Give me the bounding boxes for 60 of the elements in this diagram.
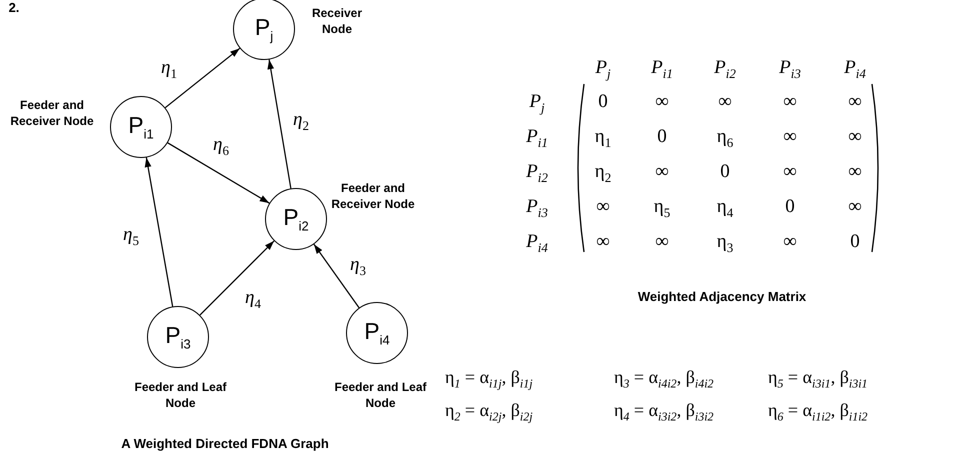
node-circle: P$_{i3}$ bbox=[147, 306, 209, 368]
matrix-header: P$_{i4}$ bbox=[844, 58, 866, 80]
matrix-header: P$_{j}$ bbox=[595, 58, 611, 80]
matrix-header: P$_{i3}$ bbox=[526, 197, 548, 219]
node-circle: P$_{j}$ bbox=[233, 0, 295, 60]
matrix-header: P$_{i1}$ bbox=[526, 127, 548, 149]
arrow bbox=[167, 142, 270, 204]
equation: η$_{1}$ = α$_{i1j}$, β$_{i1j}$ bbox=[445, 368, 533, 390]
arrow bbox=[267, 59, 292, 189]
arrow bbox=[313, 244, 360, 308]
node-circle: P$_{i4}$ bbox=[346, 302, 408, 364]
matrix-header: P$_{i2}$ bbox=[526, 162, 548, 184]
matrix-header: P$_{i2}$ bbox=[714, 58, 736, 80]
matrix-header: P$_{i4}$ bbox=[526, 232, 548, 254]
matrix-header: P$_{i1}$ bbox=[651, 58, 673, 80]
node-circle: P$_{i2}$ bbox=[265, 188, 327, 250]
node-caption: Receiver Node bbox=[310, 6, 364, 38]
equation: η$_{2}$ = α$_{i2j}$, β$_{i2j}$ bbox=[445, 401, 533, 423]
matrix-entry: ∞ bbox=[848, 92, 862, 111]
figure-number: 2. bbox=[8, 1, 20, 14]
matrix-entry: η$_{5}$ bbox=[654, 197, 670, 219]
figure-caption: Weighted Adjacency Matrix bbox=[638, 290, 806, 303]
matrix-entry: ∞ bbox=[848, 197, 862, 216]
node-caption: Feeder and Leaf Node bbox=[333, 380, 428, 412]
arrow bbox=[200, 240, 274, 316]
equation: η$_{6}$ = α$_{i1i2}$, β$_{i1i2}$ bbox=[768, 401, 868, 423]
matrix-entry: ∞ bbox=[655, 92, 669, 111]
equation: η$_{3}$ = α$_{i4i2}$, β$_{i4i2}$ bbox=[614, 368, 714, 390]
matrix-entry: ∞ bbox=[848, 162, 862, 181]
figure-caption: A Weighted Directed FDNA Graph bbox=[121, 437, 329, 450]
node-circle: P$_{i1}$ bbox=[110, 96, 172, 158]
equation: η$_{5}$ = α$_{i3i1}$, β$_{i3i1}$ bbox=[768, 368, 868, 390]
matrix-entry: 0 bbox=[850, 232, 860, 251]
matrix-entry: η$_{6}$ bbox=[716, 127, 734, 149]
node-caption: Feeder and Leaf Node bbox=[133, 380, 228, 412]
matrix-header: P$_{i3}$ bbox=[779, 58, 801, 80]
matrix-header: P$_{j}$ bbox=[529, 92, 545, 114]
matrix-entry: ∞ bbox=[783, 162, 797, 181]
matrix-entry: η$_{3}$ bbox=[716, 232, 734, 254]
matrix-entry: ∞ bbox=[783, 92, 797, 111]
matrix-entry: ∞ bbox=[783, 127, 797, 146]
matrix-entry: ∞ bbox=[655, 162, 669, 181]
matrix-entry: ∞ bbox=[718, 92, 732, 111]
node-caption: Feeder and Receiver Node bbox=[9, 98, 95, 130]
matrix-entry: 0 bbox=[720, 162, 730, 181]
matrix-entry: ∞ bbox=[848, 127, 862, 146]
node-caption: Feeder and Receiver Node bbox=[330, 181, 416, 212]
arrow bbox=[144, 157, 174, 307]
matrix-entry: ∞ bbox=[596, 232, 610, 251]
matrix-entry: η$_{4}$ bbox=[716, 197, 734, 219]
matrix-entry: ∞ bbox=[596, 197, 610, 216]
matrix-entry: 0 bbox=[657, 127, 667, 146]
arrow bbox=[164, 48, 240, 108]
matrix-entry: ∞ bbox=[655, 232, 669, 251]
matrix-entry: 0 bbox=[598, 92, 608, 111]
equation: η$_{4}$ = α$_{i3i2}$, β$_{i3i2}$ bbox=[614, 401, 714, 423]
matrix-entry: η$_{2}$ bbox=[594, 162, 612, 184]
matrix-entry: 0 bbox=[785, 197, 795, 216]
matrix-entry: ∞ bbox=[783, 232, 797, 251]
matrix-entry: η$_{1}$ bbox=[594, 127, 612, 149]
